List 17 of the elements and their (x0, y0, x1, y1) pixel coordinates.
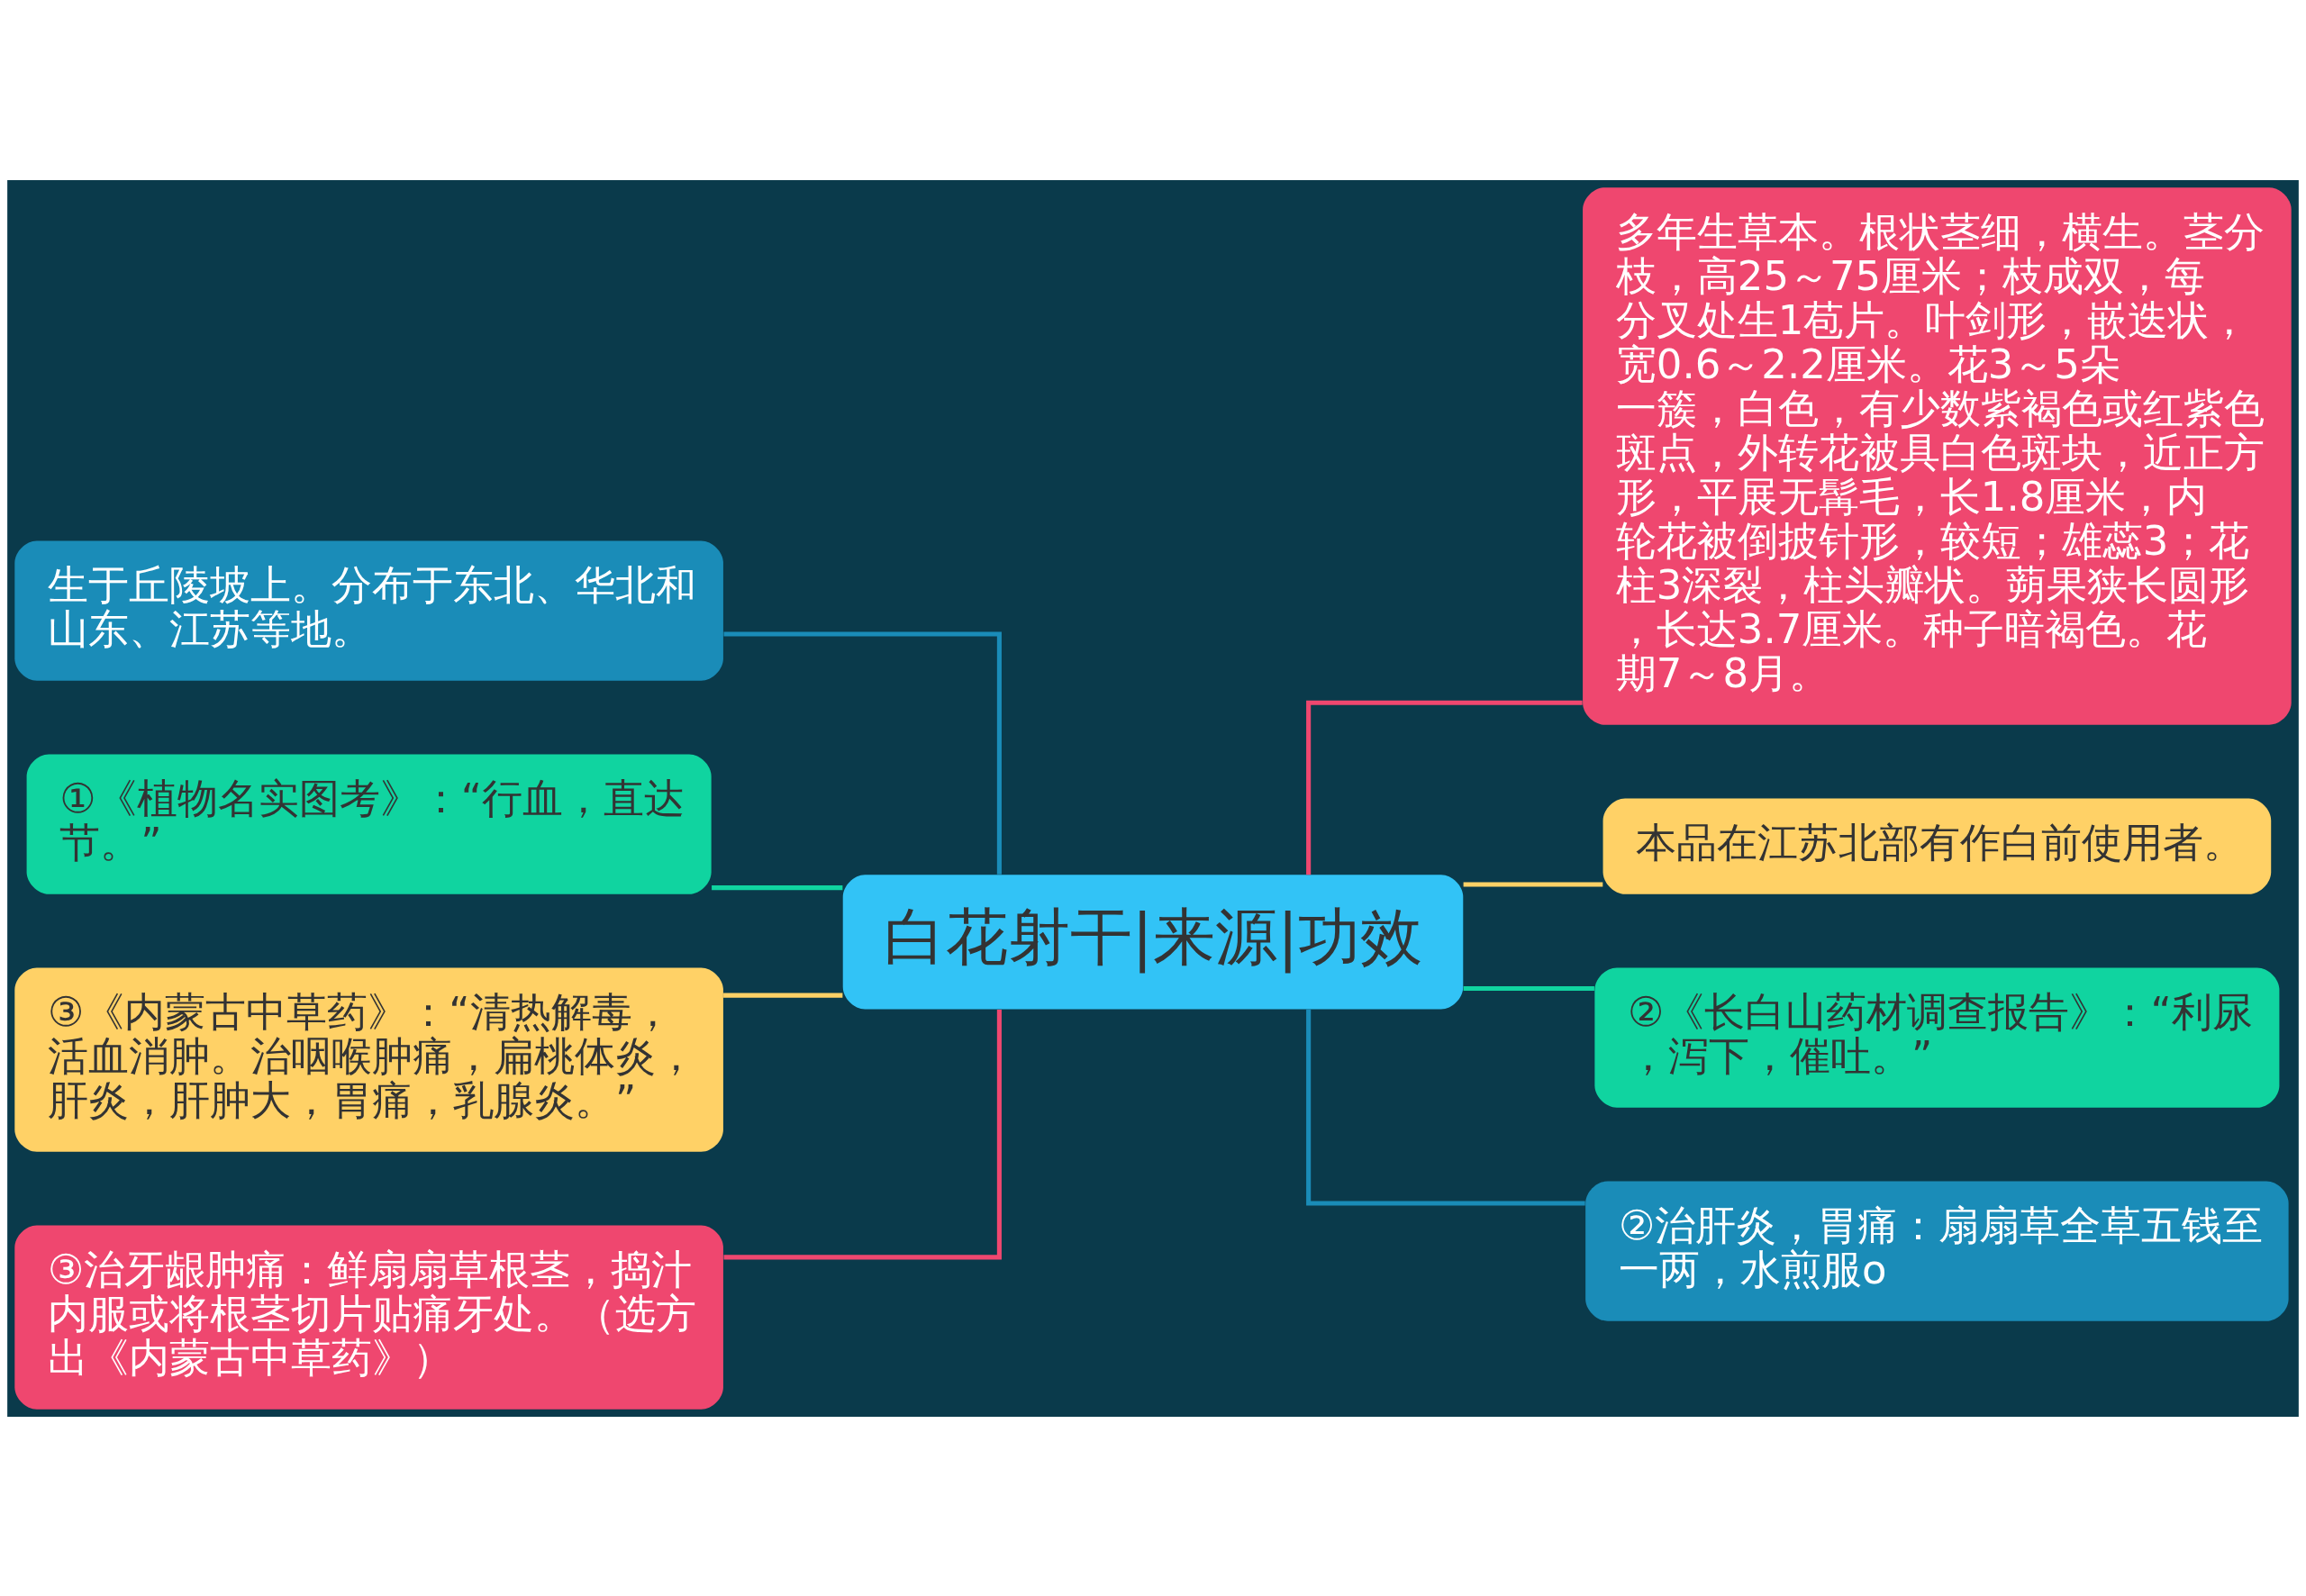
node-box: 生于丘陵坡上。分布于东北、华北和山东、江苏等地。 (14, 540, 723, 681)
connector (712, 884, 843, 890)
connector (1306, 700, 1583, 875)
node-box: ③《内蒙古中草药》：“清热解毒，活血消肿。治咽喉肿痛，扁桃体炎，肝炎，肝肿大，胃痛，乳腺炎。” (14, 966, 723, 1152)
node-box: 白花射干|来源|功效 (842, 874, 1464, 1009)
connector (723, 630, 1002, 875)
connector (723, 1009, 1002, 1259)
connector (1306, 1009, 1585, 1206)
connector (723, 993, 843, 998)
node-box: ③治牙龈肿痛：鲜扇扇草根茎，捣汁内服或将根茎切片贴痛牙处。（选方出《内蒙古中草药》） (14, 1225, 723, 1410)
connector (1463, 985, 1594, 991)
node-box: 多年生草本。根状茎细，横生。茎分枝，高25～75厘米；枝成双，每分叉处生1苞片。叶剑形，嵌迭状，宽0.6～2.2厘米。花3～5朵一簇，白色，有少数紫褐色或红紫色斑点，外转花被具白色斑块，近正方形，平展无髯毛，长1.8厘米，内轮花被倒披针形，较短；雄蕊3；花柱3深裂，柱头瓣状。蒴果狭长圆形，长达3.7厘米。种子暗褐色。花期7～8月。 (1583, 186, 2292, 725)
node-box: ②治肝炎，胃痛：扇扇草全草五钱至一两，水煎服o (1585, 1181, 2289, 1321)
node-box: ①《植物名实图考》：“行血，直达节。” (26, 753, 712, 894)
node-box: 本品在江苏北部有作白前使用者。 (1602, 798, 2272, 894)
node-box: ②《长白山药材调查报告》：“利尿，泻下，催吐。” (1594, 966, 2280, 1108)
connector (1463, 881, 1603, 887)
